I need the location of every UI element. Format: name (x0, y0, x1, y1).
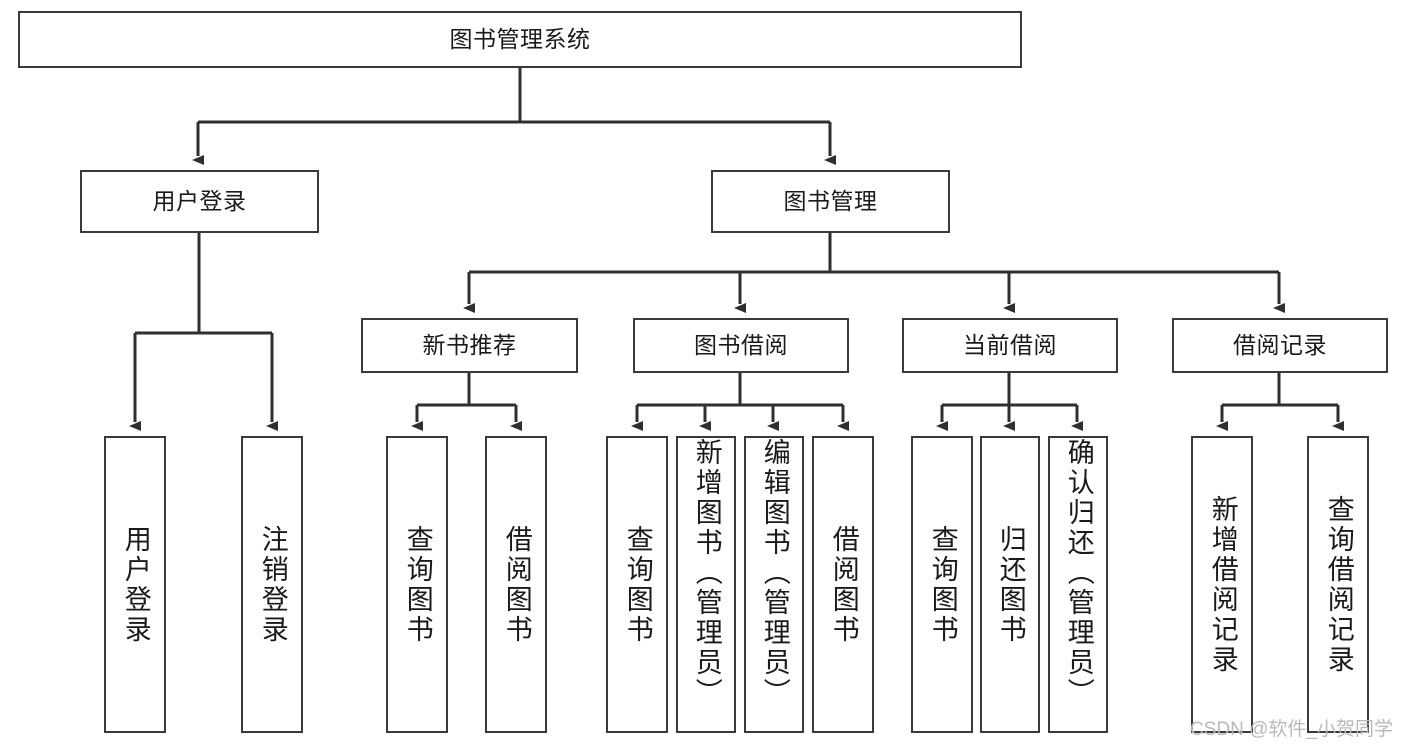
leaf-add-borrow-record[interactable]: 新增借阅记录 (1191, 436, 1253, 733)
node-book-borrow[interactable]: 图书借阅 (633, 318, 849, 373)
node-label: 借阅图书 (501, 524, 532, 645)
node-label: 查询借阅记录 (1323, 494, 1354, 675)
node-label: 当前借阅 (963, 331, 1057, 358)
node-label: 查询图书 (622, 524, 653, 645)
watermark-csdn: CSDN @软件_小贺同学 (1190, 719, 1393, 740)
node-label: 查询图书 (927, 524, 958, 645)
leaf-return-book[interactable]: 归还图书 (980, 436, 1040, 733)
leaf-edit-book-admin[interactable]: 编辑图书（管理员） (744, 436, 804, 733)
node-label: 新增图书（管理员） (691, 438, 722, 708)
node-borrow-record[interactable]: 借阅记录 (1172, 318, 1388, 373)
leaf-query-borrow-record[interactable]: 查询借阅记录 (1307, 436, 1369, 733)
node-label: 借阅图书 (828, 524, 859, 645)
node-label: 确认归还（管理员） (1063, 438, 1094, 708)
leaf-borrow-book[interactable]: 借阅图书 (812, 436, 874, 733)
leaf-confirm-return-admin[interactable]: 确认归还（管理员） (1048, 436, 1108, 733)
leaf-borrow-book-recommend[interactable]: 借阅图书 (485, 436, 547, 733)
leaf-add-book-admin[interactable]: 新增图书（管理员） (676, 436, 736, 733)
node-label: 用户登录 (120, 524, 151, 645)
node-new-book-recommend[interactable]: 新书推荐 (361, 318, 578, 373)
leaf-query-book-current[interactable]: 查询图书 (911, 436, 973, 733)
node-book-management[interactable]: 图书管理 (711, 170, 950, 233)
node-label: 归还图书 (995, 524, 1026, 645)
node-label: 新书推荐 (422, 331, 517, 358)
leaf-query-book-recommend[interactable]: 查询图书 (386, 436, 448, 733)
node-label: 用户登录 (152, 187, 247, 214)
node-label: 编辑图书（管理员） (759, 438, 790, 708)
leaf-user-logout[interactable]: 注销登录 (241, 436, 303, 733)
node-label: 新增借阅记录 (1207, 494, 1238, 675)
node-label: 借阅记录 (1233, 331, 1327, 358)
leaf-user-login[interactable]: 用户登录 (104, 436, 166, 733)
node-label: 注销登录 (257, 524, 288, 645)
node-root-system[interactable]: 图书管理系统 (18, 11, 1022, 68)
node-current-borrow[interactable]: 当前借阅 (902, 318, 1118, 373)
node-label: 图书管理系统 (449, 25, 591, 52)
leaf-query-book-borrow[interactable]: 查询图书 (606, 436, 668, 733)
node-label: 图书管理 (783, 187, 878, 214)
node-user-login[interactable]: 用户登录 (80, 170, 319, 233)
node-label: 查询图书 (402, 524, 433, 645)
node-label: 图书借阅 (694, 331, 788, 358)
